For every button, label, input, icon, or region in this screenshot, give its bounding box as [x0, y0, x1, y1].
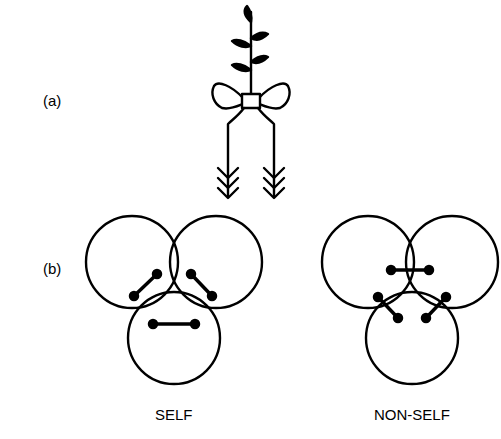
panel-label: (b) — [43, 261, 61, 276]
caption-label: SELF — [155, 407, 193, 422]
plant-drawing — [212, 6, 289, 198]
non-self-cells — [322, 216, 498, 384]
non-self-bonds — [375, 267, 450, 322]
caption-label: NON-SELF — [374, 407, 450, 422]
self-cells — [86, 216, 262, 384]
self-bonds — [131, 271, 216, 328]
panel-label: (a) — [43, 93, 61, 108]
